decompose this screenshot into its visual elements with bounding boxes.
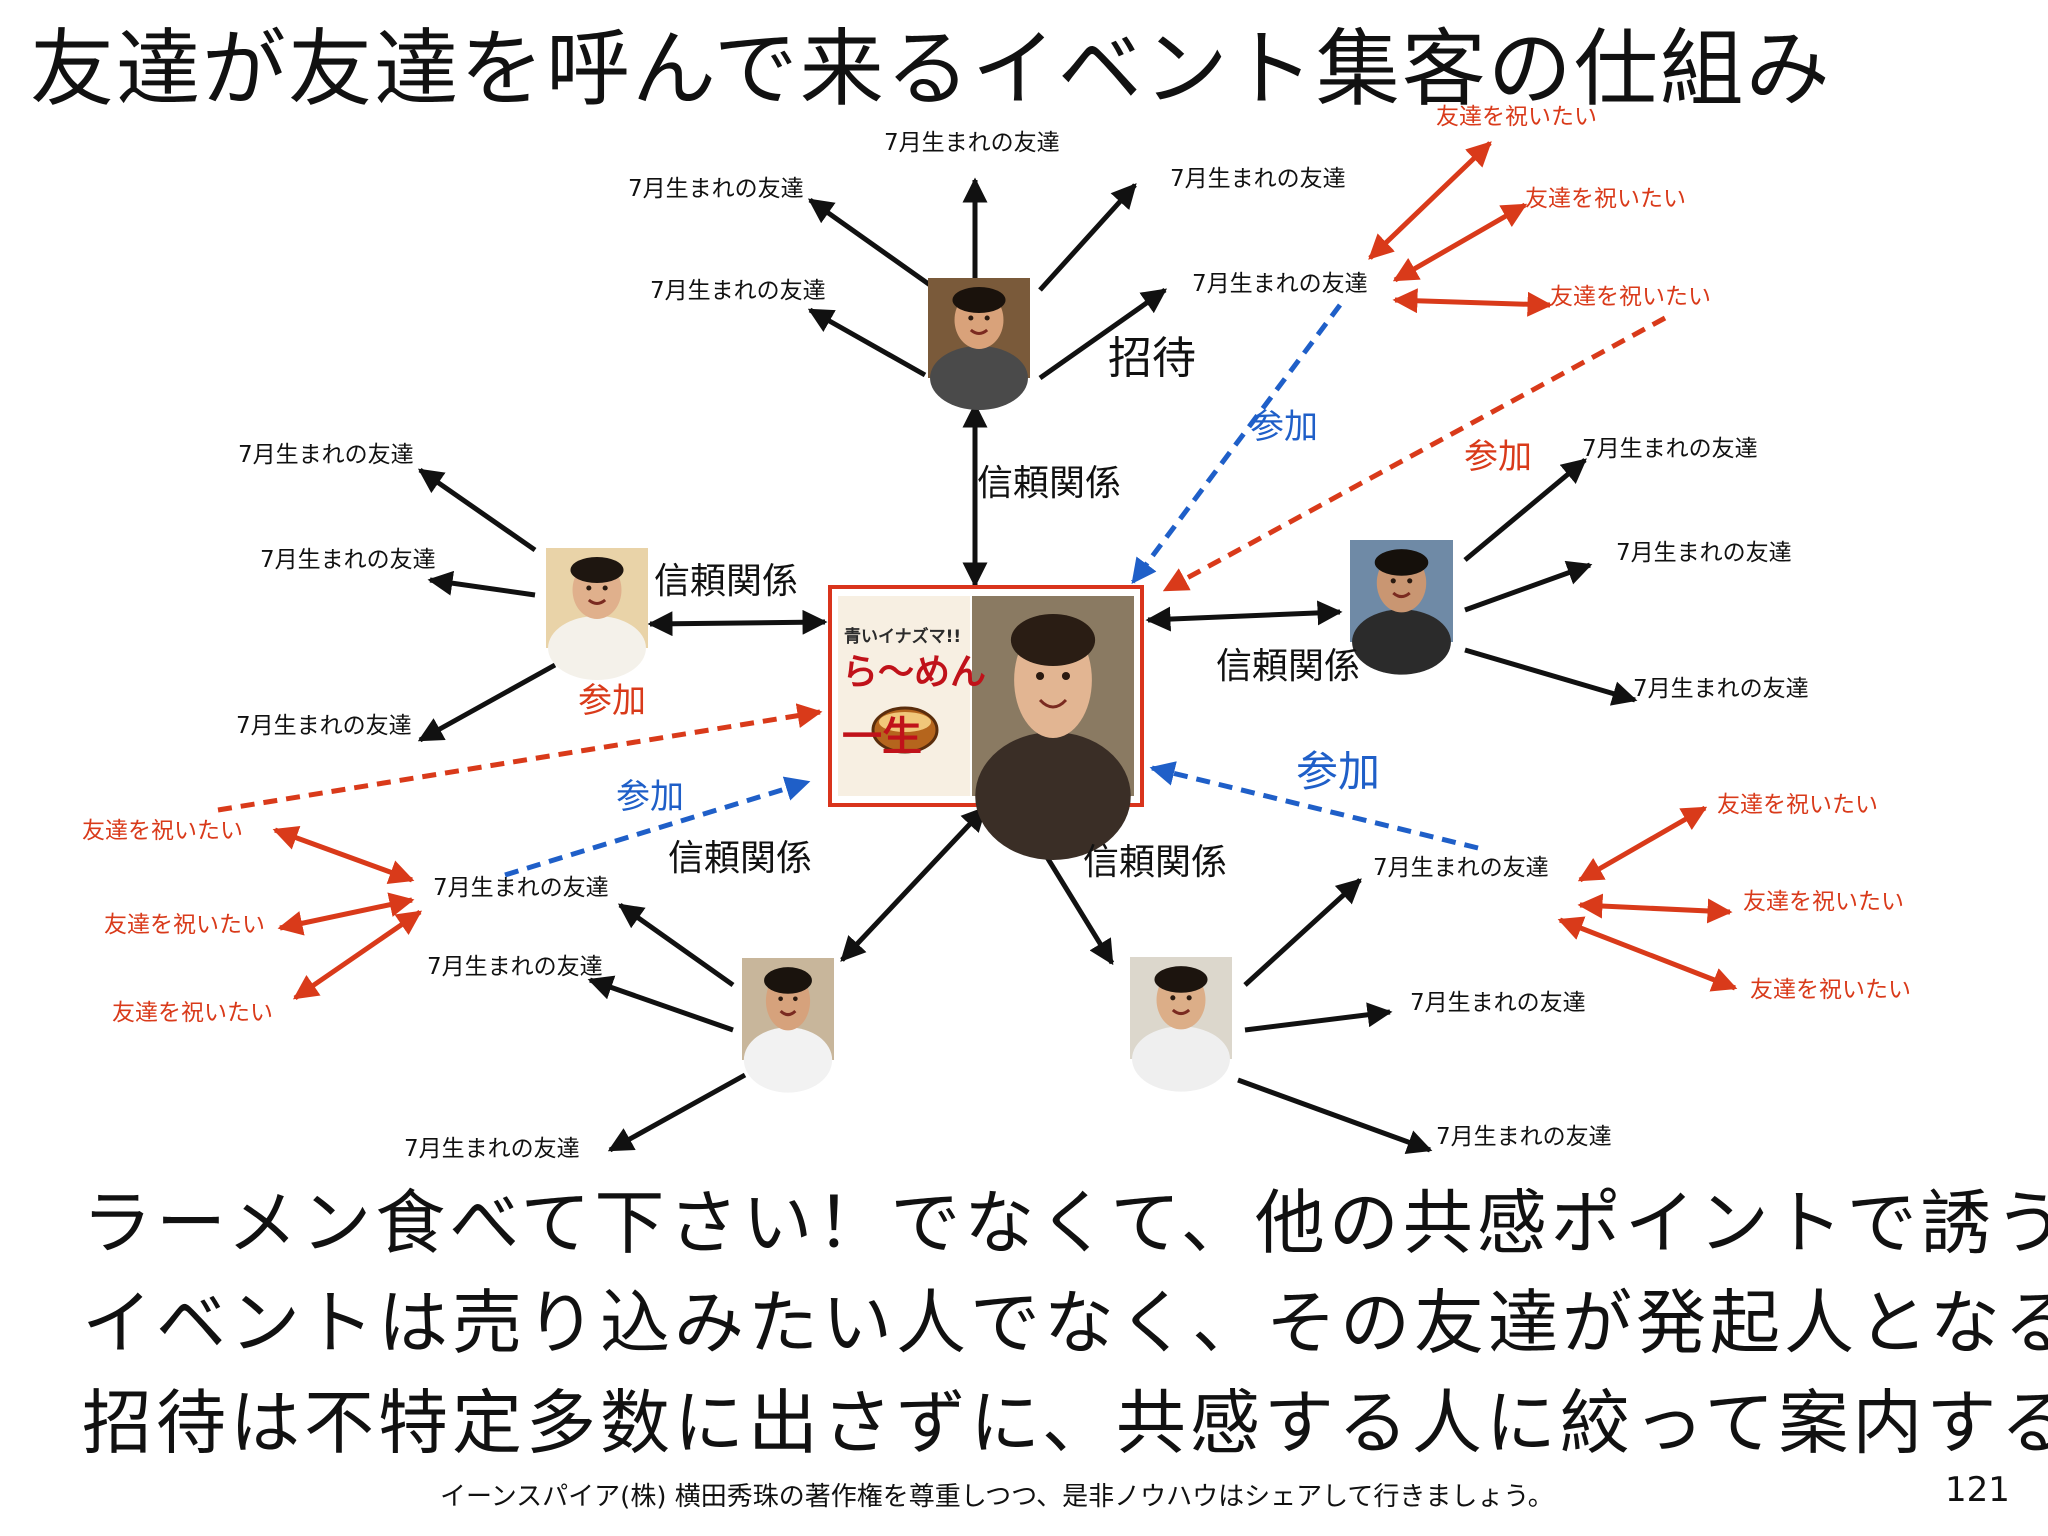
arrow-celebrate-r-3 [1557, 916, 1738, 992]
bullet-2: イベントは売り込みたい人でなく、その友達が発起人となる [82, 1282, 2048, 1364]
label-trust-top: 信頼関係 [977, 463, 1121, 504]
arrow-celebrate-l-1 [272, 825, 415, 885]
arrow-trust-right [1145, 600, 1343, 632]
label-friend-top-n: 7月生まれの友達 [884, 130, 1060, 156]
label-celebrate-tr-3: 友達を祝いたい [1550, 284, 1711, 310]
label-friend-invited: 7月生まれの友達 [1192, 271, 1368, 297]
label-friend-left-nw: 7月生まれの友達 [238, 442, 414, 468]
label-join-blue-right: 参加 [1296, 747, 1380, 796]
labels-layer: 7月生まれの友達 7月生まれの友達 7月生まれの友達 7月生まれの友達 7月生まれの友達… [82, 104, 1911, 1162]
label-friend-top-ne: 7月生まれの友達 [1170, 166, 1346, 192]
label-friend-right-ne: 7月生まれの友達 [1582, 436, 1758, 462]
label-trust-bottom-right: 信頼関係 [1083, 842, 1227, 883]
arrow-trust-bottom-left [840, 806, 987, 962]
arrow-top-friend-w [807, 307, 927, 378]
label-celebrate-r-2: 友達を祝いたい [1743, 889, 1904, 915]
arrow-join-blue-top [1130, 303, 1343, 585]
photo-left-person [546, 548, 648, 680]
label-celebrate-l-3: 友達を祝いたい [112, 1000, 273, 1026]
slide-title: 友達が友達を呼んで来るイベント集客の仕組み [30, 20, 1832, 118]
logo-ramen-text: ら～めん [842, 652, 986, 693]
label-join-blue-top: 参加 [1250, 407, 1318, 447]
photo-top-person [928, 278, 1030, 410]
label-friend-br-ne: 7月生まれの友達 [1373, 855, 1549, 881]
label-trust-bottom-left: 信頼関係 [668, 838, 812, 879]
bullet-3: 招待は不特定多数に出さずに、共感する人に絞って案内する [82, 1382, 2048, 1464]
label-friend-right-e: 7月生まれの友達 [1616, 540, 1792, 566]
arrow-bl-friend-w [587, 975, 734, 1033]
copyright-footer: イーンスパイア(株) 横田秀珠の著作権を尊重しつつ、是非ノウハウはシェアして行き… [440, 1482, 1554, 1512]
arrow-bl-friend-nw [617, 902, 735, 988]
photo-bottom-right-person [1130, 957, 1232, 1092]
arrow-celebrate-l-3 [292, 909, 423, 1001]
arrow-left-friend-sw [417, 662, 557, 743]
photo-owner [972, 596, 1134, 860]
arrow-top-friend-nw [807, 197, 932, 288]
label-friend-top-nw: 7月生まれの友達 [628, 176, 804, 202]
arrow-right-friend-se [1464, 647, 1638, 706]
arrow-right-friend-e [1464, 560, 1593, 613]
label-friend-bl-nw: 7月生まれの友達 [433, 875, 609, 901]
arrow-invite [1038, 287, 1168, 381]
logo-tagline: 青いイナズマ!! [844, 626, 961, 647]
arrow-left-friend-w [427, 570, 536, 598]
arrow-bl-friend-sw [607, 1072, 747, 1153]
arrows-layer [217, 141, 1738, 1155]
arrow-celebrate-r-1 [1577, 805, 1708, 883]
label-join-blue-left: 参加 [616, 777, 684, 817]
label-invite: 招待 [1108, 333, 1196, 384]
arrow-celebrate-l-2 [277, 892, 415, 936]
label-friend-right-se: 7月生まれの友達 [1633, 676, 1809, 702]
page-number: 121 [1945, 1470, 2010, 1510]
label-friend-top-w: 7月生まれの友達 [650, 278, 826, 304]
label-friend-bl-w: 7月生まれの友達 [427, 954, 603, 980]
label-friend-br-e: 7月生まれの友達 [1410, 990, 1586, 1016]
label-friend-left-sw: 7月生まれの友達 [236, 713, 412, 739]
label-celebrate-l-1: 友達を祝いたい [82, 818, 243, 844]
label-celebrate-l-2: 友達を祝いたい [104, 912, 265, 938]
arrow-join-blue-left [504, 776, 811, 878]
label-trust-left: 信頼関係 [654, 561, 798, 602]
label-join-red-top: 参加 [1464, 437, 1532, 477]
arrow-celebrate-tr-2 [1392, 202, 1528, 283]
arrow-celebrate-r-2 [1577, 893, 1733, 924]
label-friend-br-se: 7月生まれの友達 [1436, 1124, 1612, 1150]
arrow-br-friend-e [1244, 1002, 1393, 1033]
photo-right-person [1350, 540, 1453, 675]
arrow-celebrate-tr-1 [1368, 141, 1492, 260]
arrow-join-red-left [217, 703, 823, 813]
label-friend-left-w: 7月生まれの友達 [260, 547, 436, 573]
arrow-top-friend-ne [1038, 183, 1137, 292]
photo-bottom-left-person [742, 958, 834, 1093]
arrow-right-friend-ne [1463, 458, 1587, 562]
arrow-br-friend-se [1237, 1077, 1433, 1155]
logo-shop-name: 一生 [842, 714, 922, 760]
label-friend-bl-sw: 7月生まれの友達 [404, 1136, 580, 1162]
label-celebrate-r-1: 友達を祝いたい [1717, 792, 1878, 818]
arrow-left-friend-nw [417, 467, 537, 553]
label-trust-right: 信頼関係 [1216, 646, 1360, 687]
bullet-1: ラーメン食べて下さい！でなくて、他の共感ポイントで誘う [82, 1182, 2048, 1264]
arrow-br-friend-ne [1243, 878, 1362, 987]
arrow-trust-left [647, 609, 828, 637]
label-join-red-left: 参加 [578, 681, 646, 721]
label-celebrate-tr-2: 友達を祝いたい [1525, 186, 1686, 212]
arrow-join-red-top [1162, 315, 1667, 593]
label-celebrate-r-3: 友達を祝いたい [1750, 977, 1911, 1003]
arrow-celebrate-tr-3 [1392, 288, 1553, 317]
label-celebrate-tr-1: 友達を祝いたい [1436, 104, 1597, 130]
arrow-join-blue-right [1149, 761, 1479, 851]
